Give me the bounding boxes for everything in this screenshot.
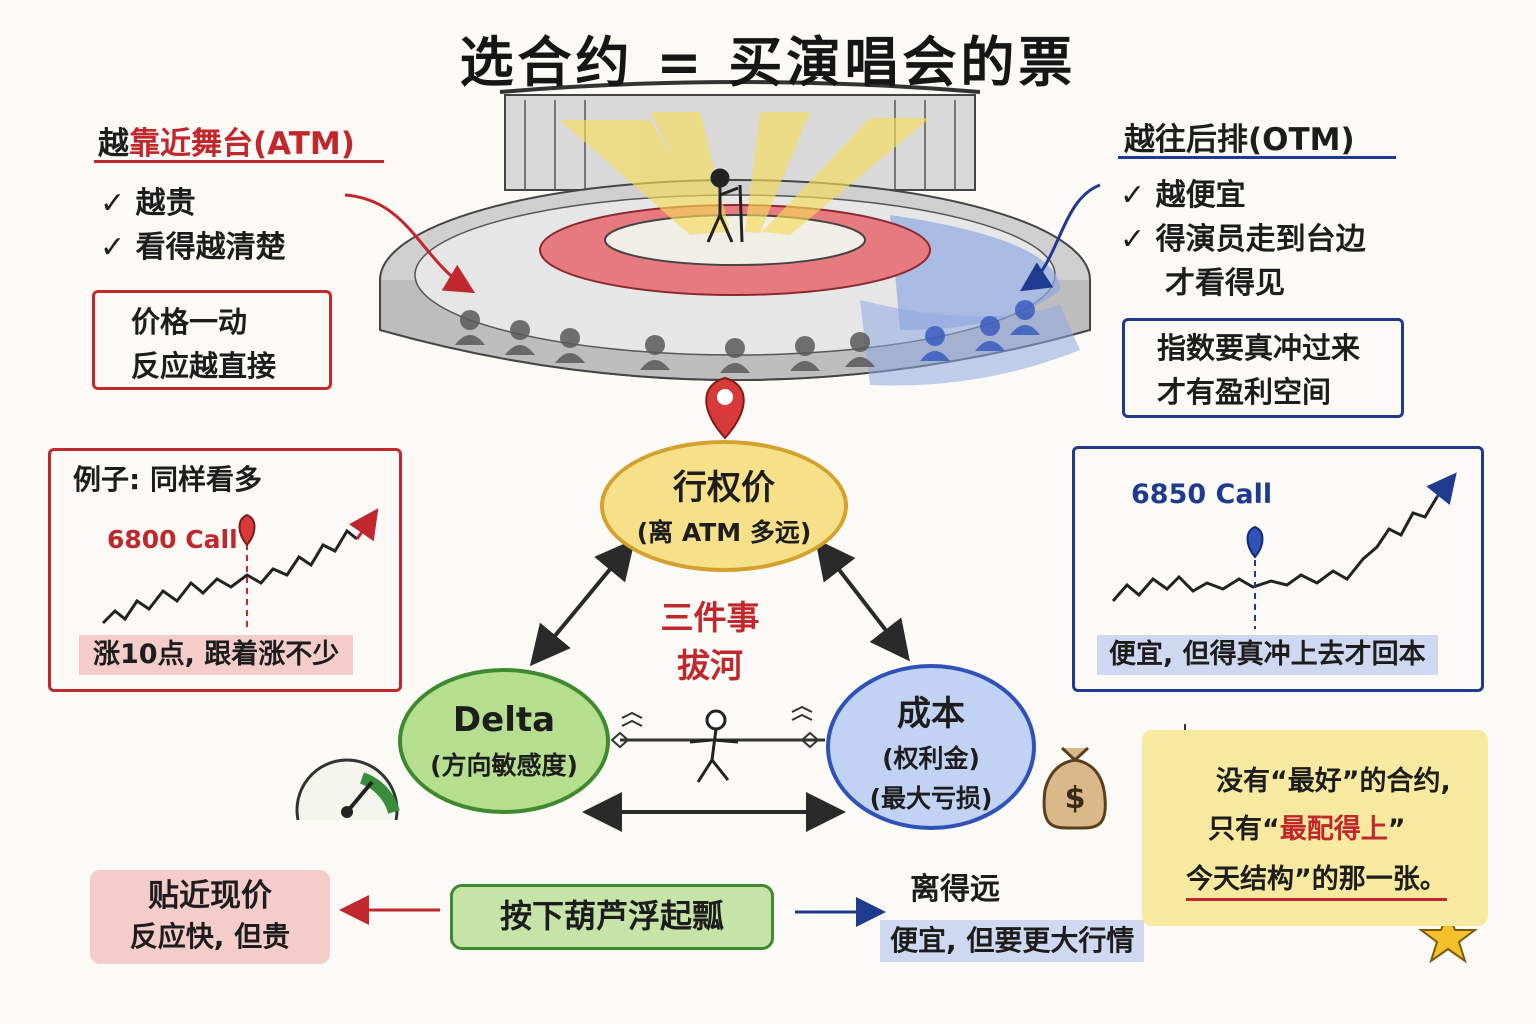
concert-arena	[379, 80, 1091, 386]
tug-of-war-label-line-2: 拔河	[677, 645, 743, 685]
cost-node-title: 成本	[897, 694, 965, 734]
map-pin-icon	[238, 513, 256, 547]
otm-example-caption: 便宜, 但得真冲上去才回本	[1097, 635, 1438, 676]
far-strike-title: 离得远	[910, 872, 1000, 907]
tug-of-war-icon	[610, 705, 825, 783]
atm-example-contract: 6800 Call	[107, 525, 238, 554]
atm-item-1: ✓ 越贵	[100, 184, 196, 225]
otm-heading: 越往后排(OTM)	[1124, 122, 1355, 158]
otm-box: 指数要真冲过来 才有盈利空间	[1122, 318, 1404, 418]
otm-example-box: 6850 Call 便宜, 但得真冲上去才回本	[1072, 446, 1484, 692]
otm-heading-underline	[1118, 156, 1396, 159]
near-strike-line-2: 反应快, 但贵	[129, 919, 291, 953]
otm-pointer-arrow	[1019, 183, 1101, 292]
note-line-3: 今天结构”的那一张。	[1186, 862, 1447, 902]
svg-text:$: $	[1065, 781, 1086, 816]
far-strike-sub: 便宜, 但要更大行情	[880, 920, 1145, 962]
delta-node: Delta (方向敏感度)	[398, 668, 610, 814]
atm-example-title: 例子: 同样看多	[73, 463, 262, 496]
delta-node-title: Delta	[452, 700, 556, 740]
stick-figure-icon	[689, 709, 739, 783]
atm-example-box: 例子: 同样看多 6800 Call 涨10点, 跟着涨不少	[48, 448, 402, 692]
strike-node-sub: (离 ATM 多远)	[636, 518, 812, 547]
otm-example-contract: 6850 Call	[1131, 479, 1273, 510]
delta-node-sub: (方向敏感度)	[430, 751, 578, 780]
atm-heading-tag: (ATM)	[253, 126, 355, 162]
strike-delta-arrow	[529, 538, 636, 667]
takeaway-note: 没有“最好”的合约, 只有“最配得上” 今天结构”的那一张。	[1142, 730, 1488, 926]
check-icon: ✓	[100, 230, 136, 265]
near-strike-line-1: 贴近现价	[148, 878, 272, 914]
otm-item-3: 才看得见	[1165, 266, 1285, 301]
atm-heading: 越靠近舞台(ATM)	[98, 118, 355, 163]
atm-box-line-2: 反应越直接	[131, 348, 277, 383]
atm-item-2-label: 看得越清楚	[135, 230, 286, 265]
otm-box-line-1: 指数要真冲过来	[1157, 331, 1361, 365]
cost-node-sub-1: (权利金)	[882, 744, 980, 773]
atm-box: 价格一动 反应越直接	[92, 290, 332, 390]
otm-box-line-2: 才有盈利空间	[1157, 374, 1332, 409]
strike-cost-arrow	[815, 538, 910, 662]
atm-heading-highlight: 靠近舞台	[129, 126, 253, 162]
star-icon	[1418, 909, 1478, 964]
cost-node: 成本 (权利金) (最大亏损)	[826, 664, 1036, 830]
atm-box-line-1: 价格一动	[131, 305, 248, 339]
check-icon: ✓	[100, 186, 136, 221]
tradeoff-tag-label: 按下葫芦浮起瓢	[499, 897, 724, 935]
atm-example-caption: 涨10点, 跟着涨不少	[79, 635, 354, 676]
tug-of-war-label-line-1: 三件事	[660, 598, 760, 637]
tug-of-war-label: 三件事 拔河	[640, 594, 780, 690]
near-strike-note: 贴近现价 反应快, 但贵	[90, 870, 330, 964]
otm-example-chart	[1111, 472, 1457, 629]
singer-icon	[706, 168, 744, 243]
cost-node-sub-2: (最大亏损)	[869, 784, 993, 813]
atm-item-1-label: 越贵	[135, 186, 196, 221]
otm-item-1-label: 越便宜	[1155, 178, 1246, 213]
atm-pointer-arrow	[344, 193, 476, 294]
atm-item-2: ✓ 看得越清楚	[100, 228, 286, 269]
otm-item-2: ✓ 得演员走到台边	[1120, 220, 1366, 261]
tradeoff-tag: 按下葫芦浮起瓢	[450, 884, 774, 950]
note-line-2-post: ”	[1387, 814, 1406, 845]
map-pin-icon	[705, 376, 745, 440]
strike-node-title: 行权价	[673, 468, 775, 508]
page-title: 选合约 = 买演唱会的票	[459, 31, 1077, 94]
note-line-2: 只有“最配得上”	[1208, 812, 1406, 848]
strike-node: 行权价 (离 ATM 多远)	[600, 440, 848, 572]
money-bag-icon: $	[1042, 746, 1107, 830]
otm-item-1: ✓ 越便宜	[1120, 176, 1246, 217]
atm-example-chart	[101, 508, 379, 627]
atm-heading-pre: 越	[98, 126, 129, 162]
check-icon: ✓	[1120, 178, 1156, 213]
note-line-2-highlight: 最配得上	[1279, 814, 1388, 845]
speedometer-icon	[295, 758, 400, 821]
note-line-1: 没有“最好”的合约,	[1216, 766, 1451, 797]
check-icon: ✓	[1120, 222, 1156, 257]
atm-heading-underline	[94, 160, 384, 163]
note-line-2-pre: 只有“	[1208, 814, 1280, 845]
otm-item-2-label: 得演员走到台边	[1155, 222, 1366, 257]
map-pin-icon	[1246, 525, 1264, 559]
